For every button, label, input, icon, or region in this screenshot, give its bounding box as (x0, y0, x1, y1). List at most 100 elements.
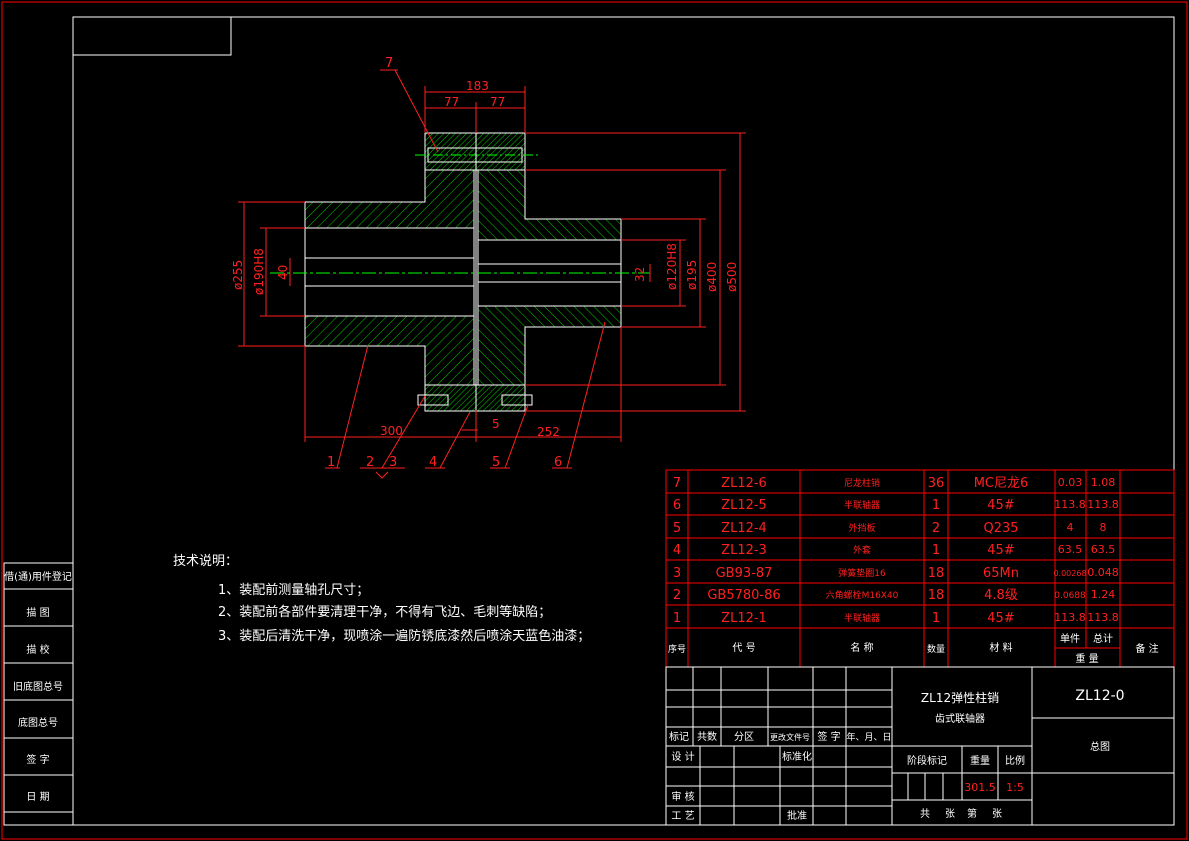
label-sheji: 设 计 (671, 750, 694, 763)
bom-code: ZL12-3 (721, 543, 767, 558)
bom-no: 4 (673, 543, 681, 558)
right-hub-lower (477, 305, 622, 386)
dim-d255: ø255 (231, 260, 245, 290)
left-hub-lower (304, 315, 475, 386)
bom-code: GB93-87 (716, 566, 773, 581)
notes-line-3: 3、装配后清洗干净，现喷涂一遍防锈底漆然后喷涂天蓝色油漆； (218, 628, 590, 644)
bom-table (665, 469, 1175, 668)
callout-5: 5 (492, 455, 500, 470)
bom-name: 半联轴器 (844, 612, 880, 624)
bom-header-code: 代 号 (732, 642, 755, 654)
callout-6: 6 (554, 455, 562, 470)
bom-unit: 0.03 (1058, 476, 1083, 489)
left-strip (3, 562, 74, 826)
bom-name: 外挡板 (848, 522, 875, 534)
top-left-box (72, 16, 232, 56)
left-bore (304, 227, 475, 317)
dimension-lines (238, 69, 746, 479)
bom-total: 63.5 (1091, 543, 1116, 556)
label-genggai: 更改文件号 (770, 732, 810, 742)
bom-no: 7 (673, 476, 681, 491)
bom-no: 6 (673, 498, 681, 513)
label-gongyi: 工 艺 (671, 810, 694, 822)
bom-unit: 113.8 (1054, 611, 1086, 624)
bom-qty: 1 (932, 498, 940, 513)
bom-material: 45# (987, 611, 1014, 626)
label-zhongliang: 重量 (970, 754, 990, 767)
bom-header-name: 名 称 (850, 641, 873, 654)
product-name: ZL12弹性柱销 (921, 690, 999, 705)
label-fenqu: 分区 (734, 731, 754, 743)
bom-header-qty: 数量 (927, 643, 945, 655)
label-zhang2: 张 (992, 808, 1002, 820)
bom-no: 5 (673, 521, 681, 536)
callout-2: 2 (366, 455, 374, 470)
bom-qty: 36 (928, 476, 945, 491)
dim-d32: 32 (633, 267, 647, 282)
bolt-left (417, 394, 449, 406)
bom-material: 45# (987, 543, 1014, 558)
label-bili: 比例 (1005, 754, 1025, 767)
callout-4: 4 (429, 455, 437, 470)
dim-d400: ø400 (705, 262, 719, 292)
bom-total: 1.24 (1091, 588, 1116, 601)
strip-label-1: 描 图 (26, 606, 49, 619)
dim-len-left: 300 (380, 424, 403, 438)
bom-name: 外套 (853, 544, 871, 556)
bom-no: 2 (673, 588, 681, 603)
bom-unit: 63.5 (1058, 543, 1083, 556)
bom-unit: 0.00268 (1053, 569, 1086, 578)
strip-label-2: 描 校 (26, 643, 49, 656)
strip-label-6: 日 期 (26, 791, 49, 803)
label-biaozhunhua: 标准化 (782, 750, 812, 763)
callout-3: 3 (389, 455, 397, 470)
bom-name: 六角螺栓M16X40 (826, 589, 899, 601)
dim-d40: 40 (276, 265, 290, 280)
bom-unit: 4 (1067, 521, 1074, 534)
bom-material: Q235 (983, 521, 1018, 536)
bom-header-unit: 单件 (1060, 633, 1080, 645)
bom-qty: 18 (928, 588, 945, 603)
drawing-type: 总图 (1090, 740, 1110, 753)
dim-d120: ø120H8 (665, 243, 679, 290)
bom-qty: 2 (932, 521, 940, 536)
bom-material: MC尼龙6 (974, 476, 1029, 491)
bom-code: ZL12-6 (721, 476, 767, 491)
strip-label-4: 底图总号 (18, 716, 58, 729)
product-name-2: 齿式联轴器 (935, 712, 985, 725)
right-hub-upper (477, 169, 622, 241)
bom-name: 尼龙柱销 (844, 477, 880, 489)
inner-frame (72, 16, 1175, 826)
left-hub-upper (304, 169, 475, 229)
strip-label-5: 签 字 (26, 753, 49, 766)
bom-qty: 18 (928, 566, 945, 581)
bom-material: 65Mn (983, 566, 1019, 581)
bom-name: 弹簧垫圈16 (838, 567, 886, 579)
weight-value: 301.5 (964, 781, 996, 794)
strip-label-3: 旧底图总号 (13, 680, 63, 693)
label-di: 第 (967, 807, 977, 820)
bom-code: GB5780-86 (707, 588, 780, 603)
dim-d195: ø195 (685, 260, 699, 290)
title-block (665, 666, 1175, 826)
dim-len-right: 252 (537, 425, 560, 439)
bom-total: 113.8 (1087, 498, 1119, 511)
sleeve-bottom (424, 384, 526, 412)
label-zhang: 张 (945, 808, 955, 820)
label-shenhe: 审 核 (671, 790, 694, 803)
label-jieduan: 阶段标记 (907, 754, 947, 767)
bom-header-material: 材 料 (989, 641, 1012, 654)
bom-code: ZL12-5 (721, 498, 767, 513)
bom-header-no: 序号 (668, 643, 686, 655)
bom-total: 0.048 (1087, 566, 1119, 579)
bom-header-total: 总计 (1093, 632, 1113, 645)
scale-value: 1:5 (1006, 781, 1024, 794)
label-qianzi: 签 字 (817, 730, 840, 743)
bom-code: ZL12-1 (721, 611, 767, 626)
bom-total: 113.8 (1087, 611, 1119, 624)
bom-qty: 1 (932, 611, 940, 626)
dim-half-left: 77 (444, 95, 459, 109)
dim-half-right: 77 (490, 95, 505, 109)
bom-material: 45# (987, 498, 1014, 513)
